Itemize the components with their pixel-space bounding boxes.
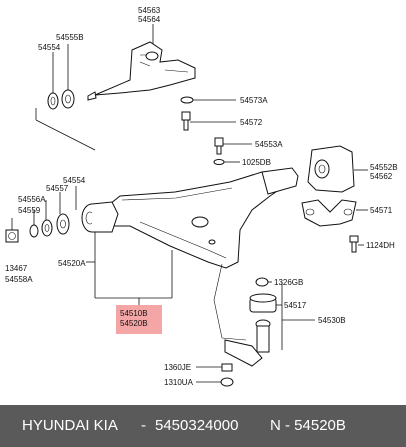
label-54520b[interactable]: 54520B — [120, 319, 148, 328]
label-54552b: 54552B — [370, 163, 398, 172]
label-54530b: 54530B — [318, 316, 346, 325]
label-54558a: 54558A — [5, 275, 33, 284]
bushing-part — [307, 145, 355, 193]
washer-part — [47, 92, 59, 110]
footer-separator: - — [141, 417, 146, 434]
label-54510b: 54510B — [120, 309, 148, 318]
ball-joint-part — [224, 293, 277, 367]
label-54559: 54559 — [18, 206, 41, 215]
footer-bar: HYUNDAI KIA - 5450324000 N - 54520B — [0, 405, 406, 447]
label-54563: 54563 — [138, 6, 161, 15]
label-1360je: 1360JE — [164, 363, 191, 372]
label-54557: 54557 — [46, 184, 69, 193]
label-54564: 54564 — [138, 15, 161, 24]
footer-part-number: 5450324000 — [155, 417, 239, 434]
label-13467: 13467 — [5, 264, 28, 273]
upper-bracket-part — [87, 41, 196, 101]
label-1326gb: 1326GB — [274, 278, 303, 287]
label-54571: 54571 — [370, 206, 393, 215]
label-54554-top: 54554 — [38, 43, 61, 52]
label-54562: 54562 — [370, 172, 393, 181]
label-54520a: 54520A — [58, 259, 86, 268]
label-1025db: 1025DB — [242, 158, 271, 167]
label-54556a: 54556A — [18, 195, 46, 204]
label-54555b: 54555B — [56, 33, 84, 42]
label-54573a: 54573A — [240, 96, 268, 105]
label-1310ua: 1310UA — [164, 378, 194, 387]
label-54554-left: 54554 — [63, 176, 86, 185]
lower-arm-part — [99, 167, 299, 269]
parts-diagram: 54563 54564 54555B 54554 54573A 54572 54… — [5, 6, 398, 387]
label-54572: 54572 — [240, 118, 263, 127]
footer-label: N - 54520B — [270, 417, 346, 434]
label-54517: 54517 — [284, 301, 307, 310]
selected-part-highlight[interactable] — [116, 305, 162, 334]
footer-brand: HYUNDAI KIA — [22, 417, 118, 434]
label-54553a: 54553A — [255, 140, 283, 149]
washer-part — [61, 89, 75, 109]
label-1124dh: 1124DH — [366, 241, 395, 250]
bracket-part — [301, 199, 357, 227]
